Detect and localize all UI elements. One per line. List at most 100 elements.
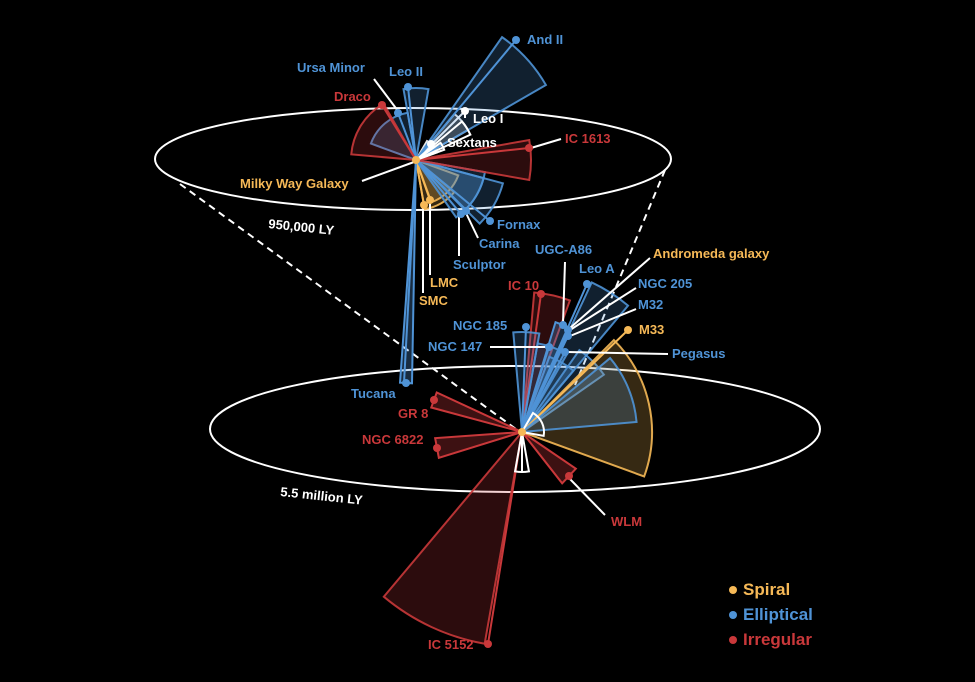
center-rosette-0: [415, 120, 472, 161]
legend-label-elliptical: Elliptical: [743, 605, 813, 624]
dot-ursa-minor: [394, 109, 402, 117]
label-leo-ii: Leo II: [389, 64, 423, 79]
center-rosette-2: [520, 411, 545, 437]
dot-ic-1613: [525, 144, 533, 152]
label-ic-10: IC 10: [508, 278, 539, 293]
label-andromeda-galaxy: Andromeda galaxy: [653, 246, 770, 261]
ray-leo-i: [415, 110, 466, 161]
leader-ngc-205: [569, 287, 637, 331]
label-fornax: Fornax: [497, 217, 541, 232]
dot-tucana: [402, 379, 410, 387]
label-milky-way-galaxy: Milky Way Galaxy: [240, 176, 349, 191]
legend: Spiral Elliptical Irregular: [729, 580, 813, 649]
cone-line-right: [574, 169, 666, 386]
label-carina: Carina: [479, 236, 520, 251]
label-ic-5152: IC 5152: [428, 637, 474, 652]
dot-milky-way-galaxy: [412, 156, 420, 164]
label-lmc: LMC: [430, 275, 459, 290]
dot-ic-10: [537, 290, 545, 298]
dot-carina: [462, 207, 470, 215]
label-ursa-minor: Ursa Minor: [297, 60, 365, 75]
wedge-ursa-minor: [369, 111, 418, 162]
ray-ngc-147: [521, 346, 550, 433]
leader-lines: [361, 78, 669, 516]
label-ngc-6822: NGC 6822: [362, 432, 423, 447]
ray-fornax: [415, 159, 491, 222]
label-ugc-a86: UGC-A86: [535, 242, 592, 257]
outer-ellipse: [209, 365, 821, 493]
dot-leo-a: [583, 280, 591, 288]
legend-dot-irregular: [729, 636, 737, 644]
ray-ursa-minor: [397, 112, 417, 161]
leader-pegasus: [566, 351, 669, 355]
leader-andromeda-galaxy: [569, 257, 651, 329]
label-ngc-147: NGC 147: [428, 339, 482, 354]
label-sextans: Sextans: [447, 135, 497, 150]
wedge-ic-5152: [382, 428, 524, 645]
dot-leo-i: [461, 107, 469, 115]
dot-m33: [624, 326, 632, 334]
inner-scale-label: 950,000 LY: [268, 216, 336, 238]
wedge-m33: [520, 338, 653, 478]
dot-pegasus: [561, 348, 569, 356]
legend-label-spiral: Spiral: [743, 580, 790, 599]
ray-lmc: [415, 159, 431, 201]
label-sculptor: Sculptor: [453, 257, 506, 272]
dot-ngc-6822: [433, 444, 441, 452]
leader-m32: [569, 308, 637, 337]
dot-draco: [378, 101, 386, 109]
wedge-pegasus: [518, 356, 638, 434]
dot-ngc-185: [522, 323, 530, 331]
legend-dot-elliptical: [729, 611, 737, 619]
dot-gr-8: [430, 396, 438, 404]
label-and-ii: And II: [527, 32, 563, 47]
legend-item-elliptical: Elliptical: [729, 605, 813, 624]
label-pegasus: Pegasus: [672, 346, 725, 361]
dot-and-ii: [512, 36, 520, 44]
label-wlm: WLM: [611, 514, 642, 529]
ray-ic-1613: [415, 147, 530, 161]
label-tucana: Tucana: [351, 386, 396, 401]
legend-dot-spiral: [729, 586, 737, 594]
dot-smc: [420, 201, 428, 209]
leader-ursa-minor: [373, 78, 399, 112]
label-m33: M33: [639, 322, 664, 337]
dot-sextans: [427, 140, 435, 148]
dot-fornax: [486, 217, 494, 225]
label-ngc-205: NGC 205: [638, 276, 692, 291]
leader-wlm: [568, 477, 606, 516]
label-leo-i: Leo I: [473, 111, 503, 126]
wedge-fornax: [412, 158, 505, 226]
ray-m33: [521, 329, 629, 433]
leader-ic-1613: [530, 138, 562, 149]
label-draco: Draco: [334, 89, 371, 104]
cone-line-left: [179, 183, 521, 433]
label-smc: SMC: [419, 293, 449, 308]
ray-draco: [381, 104, 417, 161]
wedges: [350, 35, 653, 645]
leader-ugc-a86: [562, 261, 566, 324]
ray-and-ii: [415, 39, 517, 161]
dot-lmc: [426, 196, 434, 204]
dot-andromeda-galaxy: [518, 428, 526, 436]
dot-ugc-a86: [559, 321, 567, 329]
dot-m32: [564, 332, 572, 340]
wedge-and-ii: [415, 35, 548, 161]
galaxy-dots: [378, 36, 632, 648]
leader-milky-way-galaxy: [361, 161, 415, 182]
ray-smc: [415, 159, 425, 206]
dot-ngc-147: [545, 343, 553, 351]
label-m32: M32: [638, 297, 663, 312]
legend-item-irregular: Irregular: [729, 630, 812, 649]
legend-label-irregular: Irregular: [743, 630, 812, 649]
dot-wlm: [565, 472, 573, 480]
label-ngc-185: NGC 185: [453, 318, 507, 333]
dot-ic-5152: [484, 640, 492, 648]
label-ic-1613: IC 1613: [565, 131, 611, 146]
dot-leo-ii: [404, 83, 412, 91]
center-rosette-1: [415, 141, 446, 161]
leader-carina: [465, 212, 479, 239]
